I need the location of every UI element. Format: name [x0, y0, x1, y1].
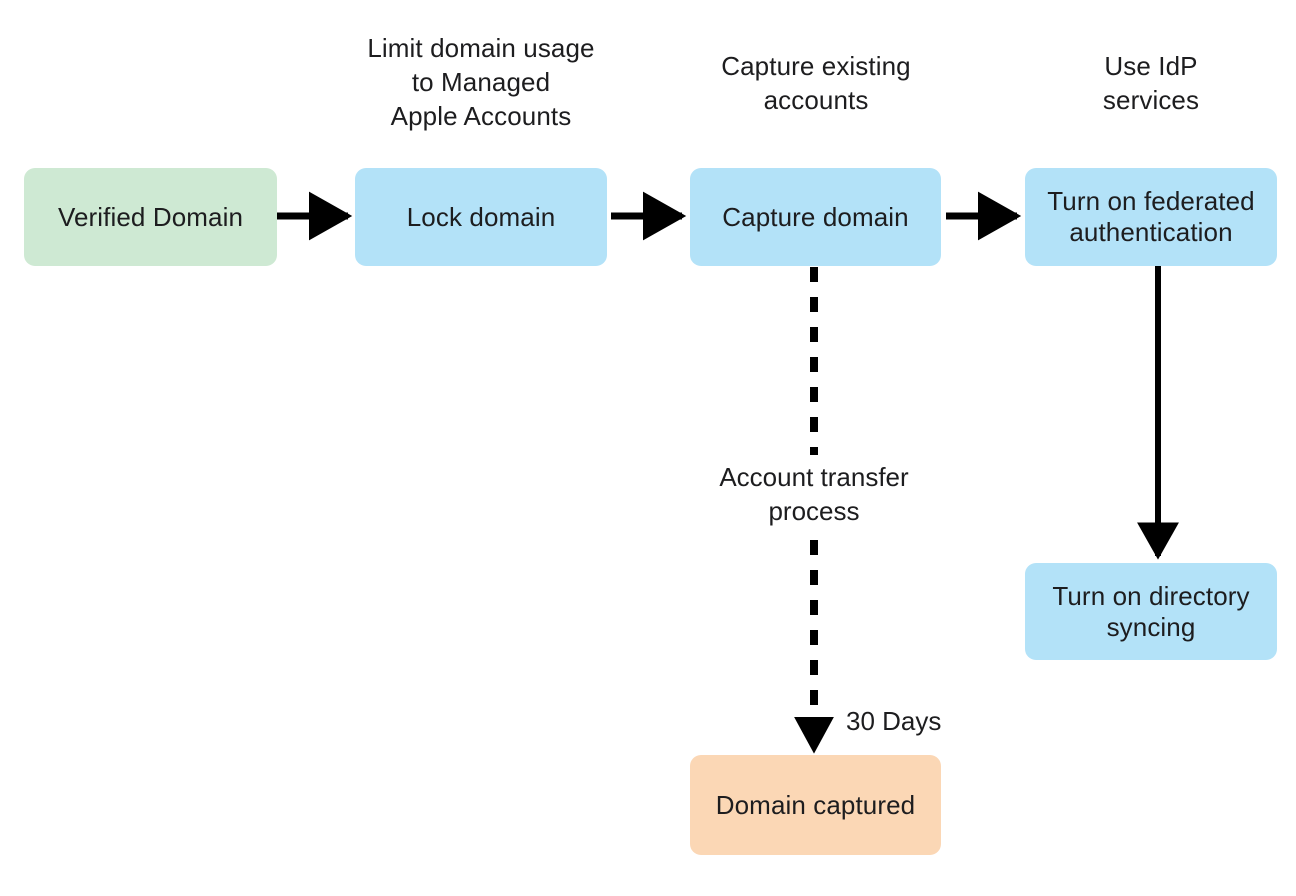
- node-directory-syncing[interactable]: Turn on directory syncing: [1025, 563, 1277, 660]
- caption-federated-auth: Use IdP services: [1102, 51, 1200, 115]
- node-lock-domain[interactable]: Lock domain: [355, 168, 607, 266]
- node-verified-domain[interactable]: Verified Domain: [24, 168, 277, 266]
- node-domain-captured[interactable]: Domain captured: [690, 755, 941, 855]
- node-capture-domain[interactable]: Capture domain: [690, 168, 941, 266]
- edge-label-account-transfer: Account transfer process: [719, 462, 909, 526]
- node-federated-authentication[interactable]: Turn on federated authentication: [1025, 168, 1277, 266]
- caption-capture-domain: Capture existing accounts: [721, 51, 911, 115]
- caption-lock-domain: Limit domain usage to Managed Apple Acco…: [367, 33, 595, 131]
- edge-label-thirty-days: 30 Days: [846, 706, 942, 736]
